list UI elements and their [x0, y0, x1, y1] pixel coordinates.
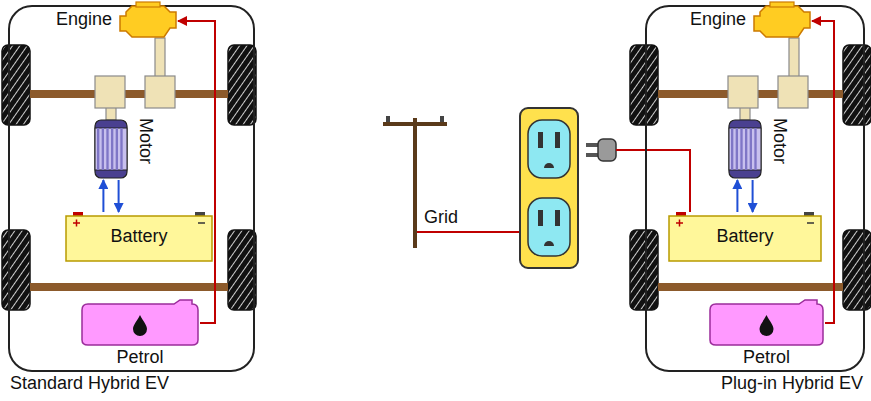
- fuel-tank-shape: [80, 300, 200, 346]
- wall-socket: [555, 132, 560, 148]
- gearboxes: [95, 76, 125, 108]
- charging-cable: [616, 150, 690, 212]
- part-label: Engine: [690, 10, 746, 30]
- fuel-line: [178, 21, 215, 323]
- wheels: [228, 230, 256, 310]
- wheels: [2, 45, 871, 310]
- plug: [586, 153, 599, 157]
- axles: [658, 283, 843, 291]
- wall-socket: [520, 108, 578, 268]
- power-flow-arrow: [102, 180, 104, 212]
- wheels: [2, 45, 30, 125]
- motor-icon: Motor: [92, 118, 130, 180]
- fuel-line: [812, 21, 834, 323]
- grid-label: Grid: [424, 208, 458, 228]
- part-label: Battery: [110, 227, 167, 247]
- power-pole: [440, 116, 444, 122]
- fuel-tank-shape: [708, 300, 825, 346]
- fuel-tank: Petrol: [80, 300, 200, 346]
- motor-icon-shape: [726, 118, 764, 180]
- power-pole: [386, 116, 390, 122]
- wheels: [228, 45, 256, 125]
- gearboxes: [728, 76, 758, 108]
- wheels: [843, 45, 871, 125]
- plug: [586, 139, 616, 161]
- power-pole: [383, 116, 447, 248]
- gearboxes: [145, 76, 175, 108]
- fuel-tank: Petrol: [708, 300, 825, 346]
- gearboxes: [95, 38, 808, 120]
- gearboxes: [778, 76, 808, 108]
- gearboxes: [155, 38, 165, 78]
- motor-icon-shape: [92, 118, 130, 180]
- engine-icon-shape: [118, 2, 178, 40]
- vehicle-body: Standard Hybrid EVEngineMotorBatteryPetr…: [8, 5, 255, 372]
- power-pole: [413, 118, 417, 248]
- wall-socket: [538, 210, 543, 226]
- vehicle-caption: Standard Hybrid EV: [10, 374, 169, 394]
- power-pole: [383, 122, 447, 126]
- vehicle-caption: Plug-in Hybrid EV: [721, 374, 863, 394]
- wall-socket: [528, 120, 570, 178]
- axles: [30, 283, 228, 291]
- wall-socket: [544, 241, 554, 246]
- axles: [30, 90, 228, 98]
- part-label: Engine: [56, 10, 112, 30]
- part-label: Petrol: [743, 348, 790, 368]
- grid-wire: [417, 232, 520, 233]
- wheels: [843, 230, 871, 310]
- plug: [586, 143, 599, 147]
- plug: [598, 139, 616, 161]
- battery-box: Battery: [668, 212, 822, 262]
- vehicle-body: Plug-in Hybrid EVEngineMotorBatteryPetro…: [645, 5, 865, 372]
- motor-icon: Motor: [726, 118, 764, 180]
- battery-box: Battery: [65, 212, 213, 262]
- charging-cable: [616, 150, 690, 212]
- grid-wire: [417, 231, 520, 233]
- wall-socket: [528, 198, 570, 256]
- part-label: Motor: [769, 118, 789, 164]
- power-flow-arrow: [118, 180, 120, 212]
- power-flow-arrow: [752, 180, 754, 212]
- wheels: [2, 230, 30, 310]
- gearboxes: [789, 38, 799, 78]
- wall-socket: [555, 210, 560, 226]
- engine-icon: Engine: [118, 2, 178, 40]
- wall-socket: [544, 163, 554, 168]
- wall-socket: [538, 132, 543, 148]
- engine-icon: Engine: [752, 2, 812, 40]
- engine-icon-shape: [752, 2, 812, 40]
- power-flow-arrow: [736, 180, 738, 212]
- part-label: Battery: [716, 227, 773, 247]
- wall-socket: [520, 108, 578, 268]
- wheels: [630, 45, 658, 125]
- part-label: Petrol: [116, 348, 163, 368]
- wheels: [630, 230, 658, 310]
- axles: [30, 90, 843, 291]
- part-label: Motor: [135, 118, 155, 164]
